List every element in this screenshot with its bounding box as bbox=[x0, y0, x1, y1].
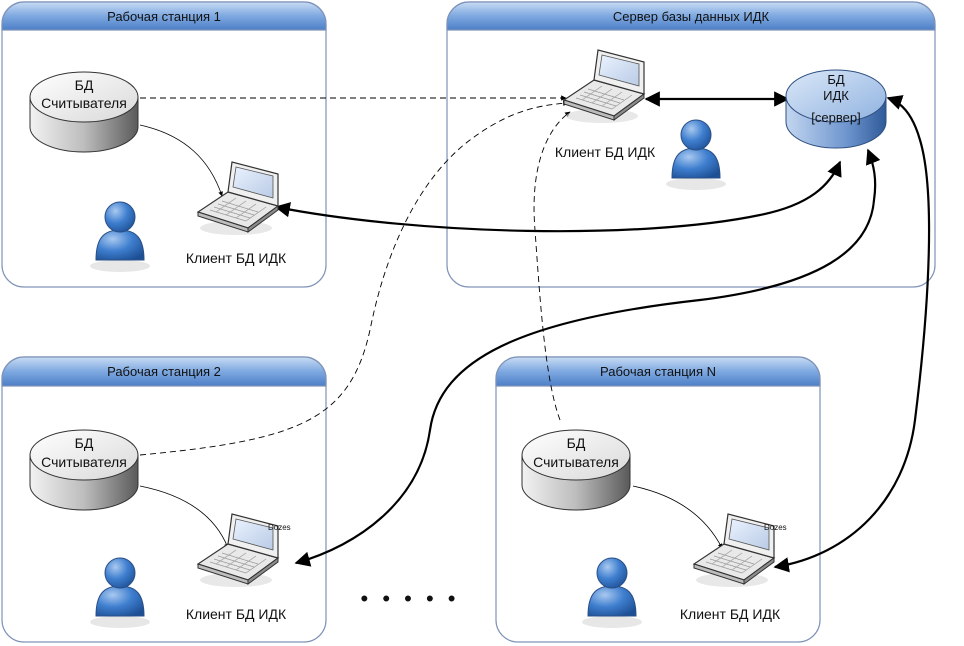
local-link-ws1 bbox=[139, 124, 223, 197]
client-label-wsn: Клиент БД ИДК bbox=[680, 606, 781, 622]
client-label-server: Клиент БД ИДК bbox=[555, 144, 656, 160]
panel-title-wsn: Рабочая станция N bbox=[600, 364, 716, 379]
server-db: БД ИДК [сервер] bbox=[785, 69, 887, 149]
panel-title-ws1: Рабочая станция 1 bbox=[107, 9, 221, 24]
client-label-ws2: Клиент БД ИДК bbox=[186, 606, 287, 622]
link-wsn-server-db bbox=[773, 95, 931, 573]
more-stations-ellipsis: • • • • • bbox=[361, 586, 460, 611]
reader-db-ws1: БД Считывателя bbox=[29, 71, 139, 153]
server-db-label-2: ИДК bbox=[823, 88, 849, 103]
reader-db-ws2: БД Считывателя bbox=[29, 429, 139, 511]
reader-db-label-1: БД bbox=[567, 435, 586, 451]
server-db-label-3: [сервер] bbox=[811, 110, 860, 125]
reader-db-label-2: Считывателя bbox=[533, 454, 619, 470]
laptop-screen-text: Dozes bbox=[764, 523, 787, 532]
laptop-screen-text: Dozes bbox=[268, 523, 291, 532]
panel-title-ws2: Рабочая станция 2 bbox=[107, 364, 221, 379]
reader-db-wsn: БД Считывателя bbox=[521, 429, 631, 511]
panel-title-server: Сервер базы данных ИДК bbox=[613, 9, 770, 24]
server-db-label-1: БД bbox=[827, 72, 845, 87]
reader-db-label-2: Считывателя bbox=[41, 95, 127, 111]
reader-db-label-1: БД bbox=[75, 435, 94, 451]
reader-db-label-2: Считывателя bbox=[41, 454, 127, 470]
local-link-ws2 bbox=[139, 485, 229, 549]
client-label-ws1: Клиент БД ИДК bbox=[186, 250, 287, 266]
reader-db-label-1: БД bbox=[75, 77, 94, 93]
